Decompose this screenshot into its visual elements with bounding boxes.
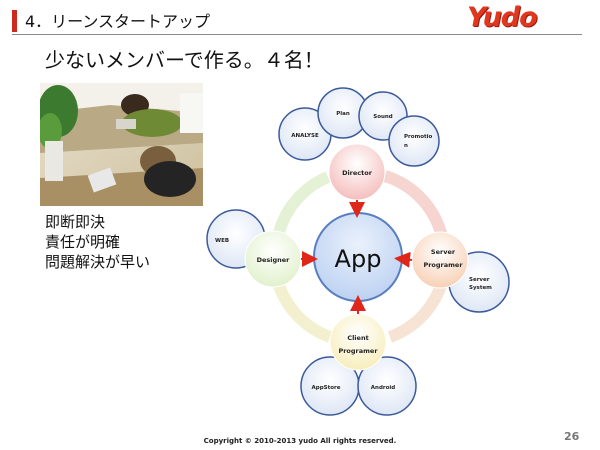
satellite-android: Android <box>357 356 417 416</box>
role-director: Director <box>328 143 386 201</box>
team-photo <box>40 83 203 206</box>
arrow-server <box>394 251 413 268</box>
header-accent-bar <box>12 10 17 32</box>
satellite-analyse-label: ANALYSE <box>291 133 319 139</box>
satellite-promotion: Promotio n <box>388 115 440 167</box>
notes-list: 即断即決 責任が明確 問題解決が早い <box>45 212 150 272</box>
role-director-label: Director <box>342 169 373 177</box>
satellite-plan-label: Plan <box>336 111 350 117</box>
center-app-label: App <box>335 245 382 273</box>
note-item: 即断即決 <box>45 213 106 231</box>
note-item: 責任が明確 <box>45 233 121 251</box>
satellite-server-system-label-2: System <box>469 285 492 291</box>
role-server: Server Programer <box>411 231 469 289</box>
satellite-promotion-label-2: n <box>404 143 408 149</box>
team-diagram: ANALYSE Plan Sound Promotio n WEB Server… <box>200 82 530 427</box>
copyright-footer: Copyright © 2010-2013 yudo All rights re… <box>203 437 397 445</box>
page-number: 26 <box>564 430 580 443</box>
satellite-server-system-label: Server <box>469 277 490 283</box>
role-client-label: Client <box>347 334 368 342</box>
role-server-label: Server <box>431 248 456 256</box>
yudo-logo: Yudo <box>467 2 538 33</box>
arrows <box>301 200 413 314</box>
satellite-sound-label: Sound <box>373 114 393 120</box>
satellite-promotion-label: Promotio <box>404 134 433 140</box>
role-client-label-2: Programer <box>338 347 378 355</box>
role-designer-label: Designer <box>257 256 291 264</box>
cycle-ring <box>272 170 448 343</box>
role-server-label-2: Programer <box>423 261 463 269</box>
satellite-analyse: ANALYSE <box>278 107 332 161</box>
note-item: 問題解決が早い <box>45 253 151 271</box>
role-designer: Designer <box>244 230 302 288</box>
satellite-appstore-label: AppStore <box>312 385 341 391</box>
center-app: App <box>313 212 403 302</box>
satellite-web-label: WEB <box>215 238 229 244</box>
header-divider <box>12 34 582 35</box>
slide-title: 4．リーンスタートアップ <box>25 12 211 31</box>
role-client: Client Programer <box>329 313 387 371</box>
satellite-android-label: Android <box>371 385 395 391</box>
slide-subtitle: 少ないメンバーで作る。４名！ <box>45 48 324 72</box>
